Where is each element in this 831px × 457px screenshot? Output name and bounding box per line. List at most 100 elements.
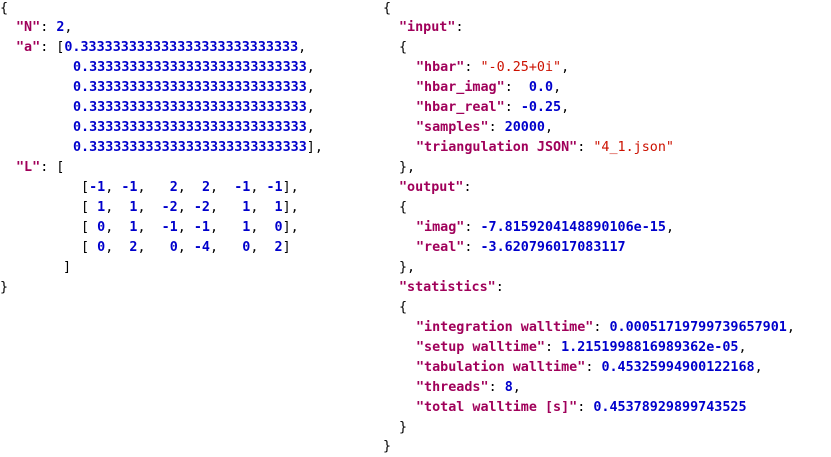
l-row: [ 0, 2, 0, -4, 0, 2]	[81, 240, 291, 255]
n-value: 2	[56, 20, 65, 35]
l-cell: 0	[97, 240, 106, 255]
a-item: 0.333333333333333333333333333,	[73, 100, 315, 115]
close-brace: },	[399, 160, 416, 175]
hbar-imag-entry: "hbar_imag": 0.0,	[416, 80, 562, 95]
samples-key: "samples"	[416, 120, 489, 135]
l-cell: 0	[274, 220, 283, 235]
setup-key: "setup walltime"	[416, 340, 545, 355]
l-cell: 1	[97, 200, 106, 215]
integration-value: 0.00051719799739657901	[609, 320, 787, 335]
l-cell: 1	[129, 220, 138, 235]
total-key: "total walltime [s]"	[416, 400, 578, 415]
l-cell: -4	[193, 240, 210, 255]
l-close-bracket: ]	[63, 260, 72, 275]
a-value: 0.333333333333333333333333333	[73, 100, 307, 115]
open-brace: {	[0, 1, 9, 16]
triangulation-value: "4_1.json"	[593, 140, 674, 155]
tabulation-entry: "tabulation walltime": 0.453259949001221…	[416, 360, 763, 375]
threads-value: 8	[504, 380, 513, 395]
triangulation-entry: "triangulation JSON": "4_1.json"	[416, 140, 674, 155]
output-key: "output"	[399, 180, 464, 195]
tabulation-key: "tabulation walltime"	[416, 360, 586, 375]
statistics-key: "statistics"	[399, 280, 496, 295]
statistics-entry: "statistics":	[399, 280, 504, 295]
integration-key: "integration walltime"	[416, 320, 594, 335]
close-brace: }	[383, 439, 392, 454]
l-cell: 0	[97, 220, 106, 235]
l-cell: 2	[129, 240, 138, 255]
imag-entry: "imag": -7.8159204148890106e-15,	[416, 220, 674, 235]
l-cell: 2	[169, 180, 178, 195]
samples-entry: "samples": 20000,	[416, 120, 554, 135]
hbar-key: "hbar"	[416, 60, 465, 75]
a-item: 0.333333333333333333333333333,	[73, 60, 315, 75]
close-brace: }	[399, 420, 408, 435]
open-brace: {	[399, 200, 408, 215]
l-cell: -1	[266, 180, 283, 195]
l-cell: -1	[121, 180, 138, 195]
a-item: 0.333333333333333333333333333,	[73, 80, 315, 95]
threads-key: "threads"	[416, 380, 489, 395]
l-cell: 1	[242, 200, 251, 215]
real-value: -3.620796017083117	[480, 240, 626, 255]
a-value: 0.333333333333333333333333333	[73, 120, 307, 135]
a-entry: "a": [0.333333333333333333333333333,	[16, 40, 307, 55]
hbar-real-value: -0.25	[520, 100, 562, 115]
hbar-entry: "hbar": "-0.25+0i",	[416, 60, 570, 75]
l-cell: -2	[193, 200, 210, 215]
n-key: "N"	[16, 20, 41, 35]
input-key: "input"	[399, 20, 456, 35]
output-entry: "output":	[399, 180, 472, 195]
close-brace: },	[399, 260, 416, 275]
l-row: [ 1, 1, -2, -2, 1, 1],	[81, 200, 299, 215]
hbar-real-entry: "hbar_real": -0.25,	[416, 100, 570, 115]
l-cell: 2	[274, 240, 283, 255]
l-entry: "L": [	[16, 160, 65, 175]
hbar-value: "-0.25+0i"	[480, 60, 562, 75]
close-brace: }	[0, 280, 9, 295]
n-entry: "N": 2,	[16, 20, 73, 35]
triangulation-key: "triangulation JSON"	[416, 140, 578, 155]
setup-entry: "setup walltime": 1.2151998816989362e-05…	[416, 340, 747, 355]
setup-value: 1.2151998816989362e-05	[561, 340, 739, 355]
l-cell: -1	[234, 180, 251, 195]
l-cell: -1	[89, 180, 106, 195]
l-key: "L"	[16, 160, 41, 175]
integration-entry: "integration walltime": 0.00051719799739…	[416, 320, 795, 335]
l-row: [-1, -1, 2, 2, -1, -1],	[81, 180, 299, 195]
l-cell: 0	[169, 240, 178, 255]
total-entry: "total walltime [s]": 0.4537892989974352…	[416, 400, 747, 415]
threads-entry: "threads": 8,	[416, 380, 521, 395]
open-brace: {	[399, 40, 408, 55]
real-entry: "real": -3.620796017083117	[416, 240, 626, 255]
l-cell: 2	[201, 180, 210, 195]
hbar-real-key: "hbar_real"	[416, 100, 505, 115]
a-item: 0.333333333333333333333333333,	[73, 120, 315, 135]
l-cell: 1	[274, 200, 283, 215]
a-value: 0.333333333333333333333333333	[64, 40, 299, 55]
l-cell: 1	[242, 220, 251, 235]
a-item: 0.333333333333333333333333333],	[73, 140, 323, 155]
a-value: 0.333333333333333333333333333	[73, 80, 307, 95]
open-brace: {	[383, 1, 392, 16]
l-cell: -1	[161, 220, 178, 235]
l-cell: -1	[193, 220, 210, 235]
imag-key: "imag"	[416, 220, 465, 235]
a-value: 0.333333333333333333333333333	[73, 60, 307, 75]
hbar-imag-key: "hbar_imag"	[416, 80, 505, 95]
samples-value: 20000	[504, 120, 545, 135]
a-value: 0.333333333333333333333333333	[73, 140, 307, 155]
hbar-imag-value: 0.0	[528, 80, 554, 95]
input-entry: "input":	[399, 20, 464, 35]
total-value: 0.45378929899743525	[593, 400, 747, 415]
l-cell: 1	[129, 200, 138, 215]
imag-value: -7.8159204148890106e-15	[480, 220, 666, 235]
open-brace: {	[399, 300, 408, 315]
l-cell: -2	[161, 200, 178, 215]
l-cell: 0	[242, 240, 251, 255]
tabulation-value: 0.45325994900122168	[601, 360, 755, 375]
real-key: "real"	[416, 240, 465, 255]
l-row: [ 0, 1, -1, -1, 1, 0],	[81, 220, 299, 235]
a-key: "a"	[16, 40, 41, 55]
